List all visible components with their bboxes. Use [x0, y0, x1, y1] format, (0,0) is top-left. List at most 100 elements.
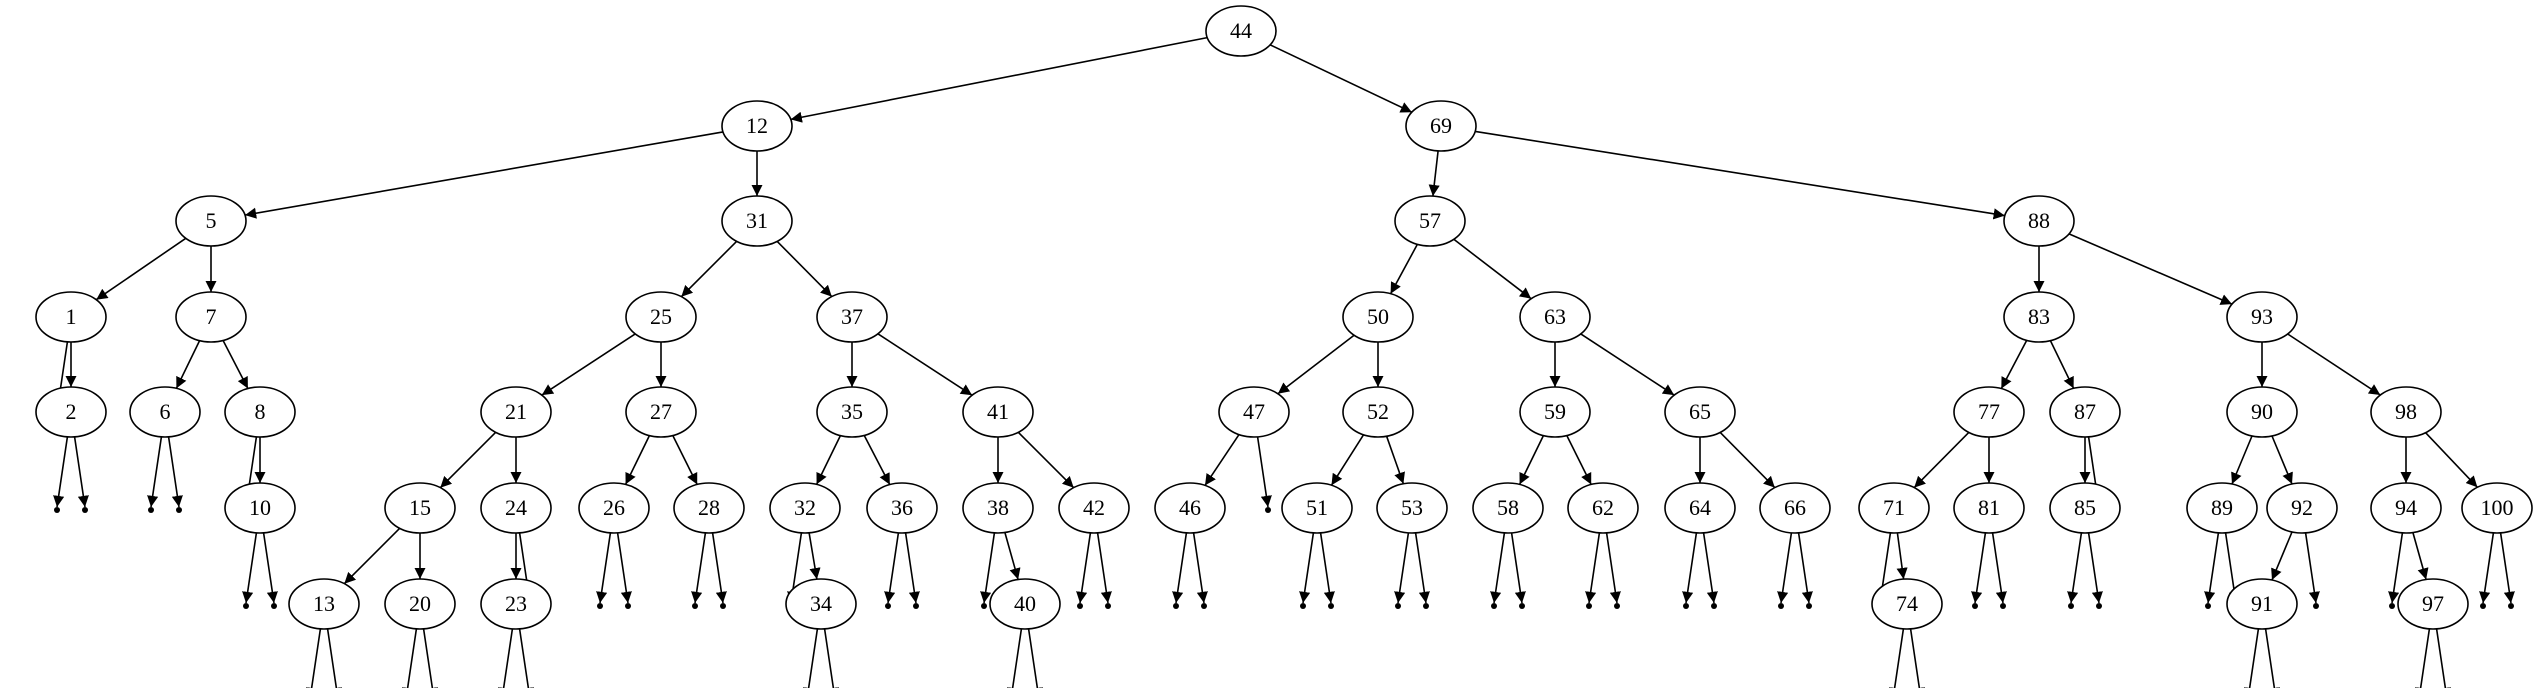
node-label: 31	[746, 208, 768, 233]
tree-node-24: 24	[480, 482, 552, 534]
null-leaf-28-right	[720, 603, 726, 609]
tree-node-71: 71	[1858, 482, 1930, 534]
null-edge-64-right	[1702, 532, 1718, 604]
node-ellipse	[816, 291, 888, 343]
edge-44-12	[790, 36, 1208, 123]
null-edge-53-left	[1394, 532, 1410, 604]
null-leaf-42-left	[1077, 603, 1083, 609]
node-label: 85	[2074, 495, 2096, 520]
tree-node-15: 15	[384, 482, 456, 534]
node-ellipse	[769, 482, 841, 534]
tree-node-27: 27	[625, 386, 697, 438]
node-label: 35	[841, 399, 863, 424]
node-label: 57	[1419, 208, 1441, 233]
null-edge-51-right	[1319, 532, 1335, 604]
node-label: 38	[987, 495, 1009, 520]
null-edge-10-left	[242, 532, 258, 604]
node-ellipse	[2266, 482, 2338, 534]
edge-37-41	[877, 333, 973, 396]
null-leaf-53-right	[1423, 603, 1429, 609]
node-label: 50	[1367, 304, 1389, 329]
tree-node-64: 64	[1664, 482, 1736, 534]
null-edge-2-right	[73, 436, 89, 508]
tree-node-40: 40	[989, 578, 1061, 630]
node-label: 41	[987, 399, 1009, 424]
node-ellipse	[175, 291, 247, 343]
tree-node-8: 8	[224, 386, 296, 438]
tree-node-81: 81	[1953, 482, 2025, 534]
tree-node-69: 69	[1405, 100, 1477, 152]
edge-38-40	[1004, 532, 1021, 580]
null-leaf-58-left	[1491, 603, 1497, 609]
node-label: 98	[2395, 399, 2417, 424]
node-ellipse	[1519, 386, 1591, 438]
tree-node-13: 13	[288, 578, 360, 630]
node-ellipse	[35, 386, 107, 438]
node-label: 64	[1689, 495, 1711, 520]
null-leaf-85-right	[2096, 603, 2102, 609]
edge-7-8	[222, 340, 249, 389]
null-leaf-62-left	[1586, 603, 1592, 609]
null-leaf-53-left	[1395, 603, 1401, 609]
edge-44-69	[1269, 44, 1413, 113]
node-label: 23	[505, 591, 527, 616]
null-edge-6-left	[147, 436, 163, 508]
edge-27-28	[672, 435, 698, 485]
null-leaf-38-left	[981, 603, 987, 609]
null-edge-6-right	[167, 436, 183, 508]
edge-65-66	[1719, 431, 1776, 489]
tree-node-12: 12	[721, 100, 793, 152]
null-edge-46-right	[1192, 532, 1208, 604]
null-leaf-85-left	[2068, 603, 2074, 609]
node-ellipse	[224, 386, 296, 438]
node-ellipse	[480, 386, 552, 438]
null-leaf-58-right	[1519, 603, 1525, 609]
node-ellipse	[2370, 482, 2442, 534]
node-label: 63	[1544, 304, 1566, 329]
node-label: 91	[2251, 591, 2273, 616]
node-ellipse	[721, 195, 793, 247]
tree-node-7: 7	[175, 291, 247, 343]
node-label: 47	[1243, 399, 1265, 424]
tree-node-98: 98	[2370, 386, 2442, 438]
tree-node-32: 32	[769, 482, 841, 534]
node-label: 25	[650, 304, 672, 329]
null-leaf-6-left	[148, 507, 154, 513]
node-label: 10	[249, 495, 271, 520]
node-ellipse	[1342, 386, 1414, 438]
null-edge-34-right	[823, 628, 839, 688]
node-ellipse	[384, 482, 456, 534]
node-ellipse	[1058, 482, 1130, 534]
node-ellipse	[1472, 482, 1544, 534]
edge-35-32	[815, 435, 842, 485]
null-edge-58-right	[1510, 532, 1526, 604]
edge-27-26	[624, 435, 651, 485]
null-leaf-6-right	[176, 507, 182, 513]
node-ellipse	[1405, 100, 1477, 152]
node-label: 52	[1367, 399, 1389, 424]
null-edge-38-left	[980, 532, 996, 604]
edge-69-88	[1475, 130, 2005, 220]
null-leaf-81-right	[2000, 603, 2006, 609]
node-ellipse	[673, 482, 745, 534]
edge-93-98	[2287, 333, 2381, 396]
null-leaf-81-left	[1972, 603, 1978, 609]
null-edge-10-right	[262, 532, 278, 604]
edge-77-71	[1913, 431, 1970, 489]
null-leaf-10-right	[271, 603, 277, 609]
node-ellipse	[1218, 386, 1290, 438]
node-label: 27	[650, 399, 672, 424]
tree-node-1: 1	[35, 291, 107, 343]
node-label: 46	[1179, 495, 1201, 520]
node-label: 62	[1592, 495, 1614, 520]
null-leaf-36-left	[885, 603, 891, 609]
null-edge-74-right	[1909, 628, 1925, 688]
node-ellipse	[1953, 386, 2025, 438]
tree-node-65: 65	[1664, 386, 1736, 438]
tree-node-2: 2	[35, 386, 107, 438]
null-edge-91-right	[2264, 628, 2280, 688]
null-leaf-51-right	[1328, 603, 1334, 609]
tree-node-58: 58	[1472, 482, 1544, 534]
node-label: 92	[2291, 495, 2313, 520]
node-ellipse	[2370, 386, 2442, 438]
